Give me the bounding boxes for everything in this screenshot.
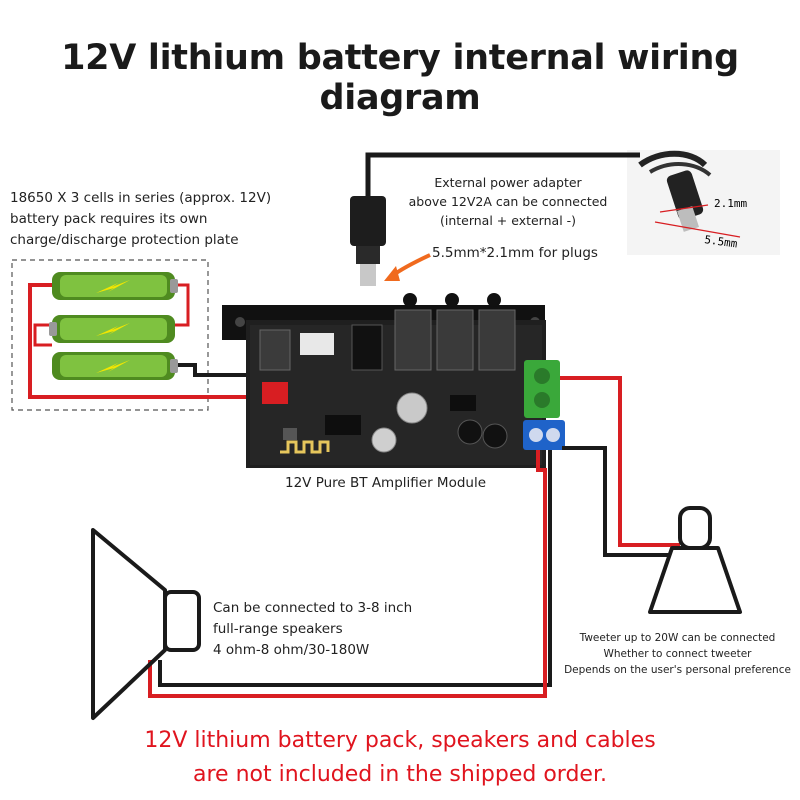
battery-cell-3: [52, 352, 178, 380]
tweeter-note: Tweeter up to 20W can be connected Wheth…: [555, 630, 800, 678]
tweeter-note-line: Tweeter up to 20W can be connected: [579, 632, 776, 644]
plug-note: 5.5mm*2.1mm for plugs: [432, 245, 598, 261]
tweeter-wire-black: [562, 446, 680, 557]
adapter-note-line: (internal + external -): [439, 213, 577, 228]
tweeter-icon: [648, 506, 742, 614]
speaker-wire-red: [148, 450, 547, 698]
tweeter-note-line: Whether to connect tweeter: [603, 648, 752, 660]
battery-cell-2: [49, 315, 175, 343]
speaker-wire-black: [158, 450, 552, 687]
adapter-note-line: above 12V2A can be connected: [408, 194, 608, 209]
amplifier-module: [222, 293, 546, 468]
speaker-note-line: 4 ohm-8 ohm/30-180W: [213, 642, 370, 658]
battery-series-link-red-1: [33, 323, 52, 347]
battery-series-link-red-2: [175, 283, 190, 327]
speaker-note-line: Can be connected to 3-8 inch: [213, 600, 413, 616]
battery-note-line: 18650 X 3 cells in series (approx. 12V): [10, 190, 272, 206]
full-range-speaker-icon: [91, 528, 201, 720]
battery-note-line: battery pack requires its own: [10, 211, 208, 227]
battery-cell-1: [52, 272, 178, 300]
speaker-note: Can be connected to 3-8 inch full-range …: [213, 598, 473, 661]
adapter-cable: [365, 152, 640, 200]
speaker-terminal-blue: [523, 420, 565, 450]
adapter-note: External power adapter above 12V2A can b…: [388, 173, 628, 230]
module-label: 12V Pure BT Amplifier Module: [285, 475, 487, 491]
plug-photo: 2.1mm 5.5mm: [627, 150, 780, 255]
warning-line: are not included in the shipped order.: [193, 762, 607, 787]
warning-line: 12V lithium battery pack, speakers and c…: [144, 728, 656, 753]
battery-note-line: charge/discharge protection plate: [10, 232, 239, 248]
dc-plug: [350, 196, 386, 286]
battery-pack-frame: [11, 259, 209, 411]
plug-inner-dim: 2.1mm: [714, 197, 747, 210]
battery-note: 18650 X 3 cells in series (approx. 12V) …: [10, 188, 310, 251]
tweeter-note-line: Depends on the user's personal preferenc…: [564, 664, 791, 676]
plug-outer-dim: 5.5mm: [704, 233, 739, 251]
power-terminal-green: [524, 360, 560, 418]
tweeter-wire-red: [560, 376, 680, 547]
speaker-note-line: full-range speakers: [213, 621, 343, 637]
page-title: 12V lithium battery internal wiring diag…: [61, 38, 739, 118]
plug-arrow-icon: [384, 253, 431, 281]
adapter-note-line: External power adapter: [434, 175, 582, 190]
